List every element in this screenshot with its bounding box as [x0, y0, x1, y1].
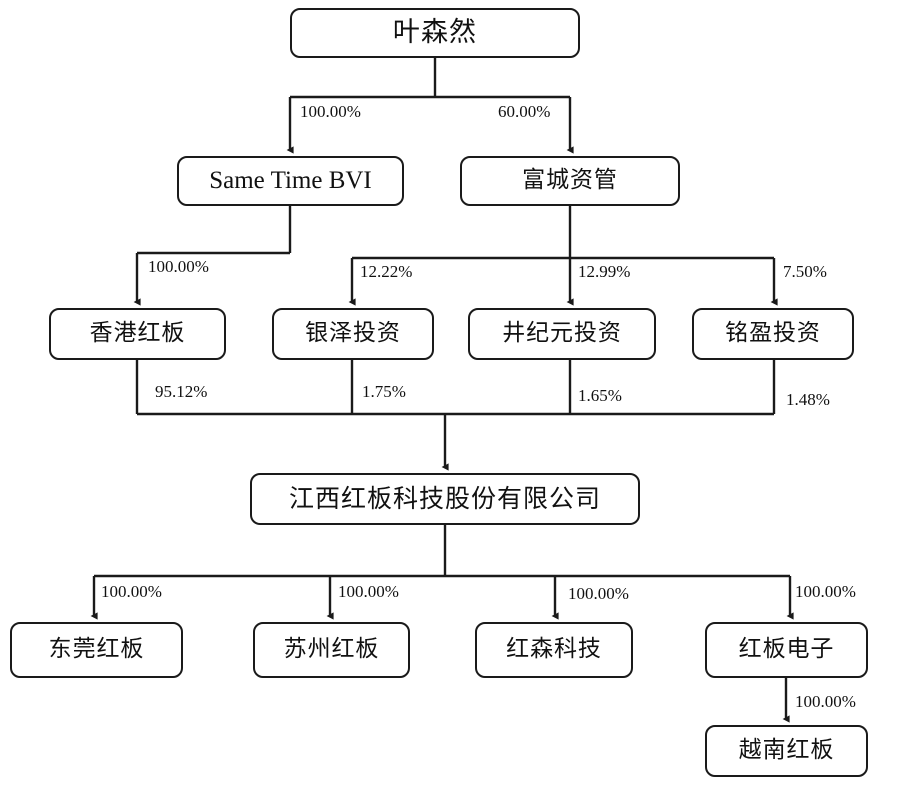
node-jingjiyuan-touzi[interactable]: 井纪元投资 — [468, 308, 656, 360]
node-label: 银泽投资 — [305, 320, 401, 347]
node-hongkong-hongban[interactable]: 香港红板 — [49, 308, 226, 360]
node-label: 井纪元投资 — [502, 320, 622, 347]
node-fucheng-ziguan[interactable]: 富城资管 — [460, 156, 680, 206]
edge-label-bvi-to-hk: 100.00% — [148, 257, 209, 276]
edge-label-company-to-hongban-dz: 100.00% — [795, 582, 856, 601]
edge-label-mingying-to-company: 1.48% — [786, 390, 830, 409]
node-label: 红板电子 — [738, 636, 835, 663]
node-hongsen-keji[interactable]: 红森科技 — [475, 622, 633, 678]
node-suzhou-hongban[interactable]: 苏州红板 — [253, 622, 410, 678]
edge-label-company-to-dongguan: 100.00% — [101, 582, 162, 601]
edge-label-fucheng-to-yinze: 12.22% — [360, 262, 413, 281]
node-same-time-bvi[interactable]: Same Time BVI — [177, 156, 404, 206]
node-jiangxi-hongban-technology[interactable]: 江西红板科技股份有限公司 — [250, 473, 640, 525]
node-label: 红森科技 — [506, 636, 602, 663]
node-vietnam-hongban[interactable]: 越南红板 — [705, 725, 868, 777]
node-ye-senran[interactable]: 叶森然 — [290, 8, 580, 58]
node-label: 香港红板 — [89, 320, 186, 347]
edge-label-root-to-bvi: 100.00% — [300, 102, 361, 121]
edge-label-fucheng-to-mingying: 7.50% — [783, 262, 827, 281]
node-label: 东莞红板 — [48, 636, 145, 663]
node-label: 富城资管 — [522, 167, 618, 194]
edge-label-hongban-dz-to-vietnam: 100.00% — [795, 692, 856, 711]
node-mingying-touzi[interactable]: 铭盈投资 — [692, 308, 854, 360]
node-label: Same Time BVI — [209, 167, 372, 195]
node-label: 越南红板 — [738, 737, 835, 764]
node-label: 苏州红板 — [283, 636, 380, 663]
node-hongban-dianzi[interactable]: 红板电子 — [705, 622, 868, 678]
edge-label-jingjiyuan-to-company: 1.65% — [578, 386, 622, 405]
edge-label-company-to-hongsen: 100.00% — [568, 584, 629, 603]
node-dongguan-hongban[interactable]: 东莞红板 — [10, 622, 183, 678]
edge-label-root-to-fucheng: 60.00% — [498, 102, 551, 121]
edge-label-yinze-to-company: 1.75% — [362, 382, 406, 401]
node-label: 铭盈投资 — [725, 320, 821, 347]
edge-label-fucheng-to-jingjiyuan: 12.99% — [578, 262, 631, 281]
node-label: 叶森然 — [392, 17, 478, 49]
node-label: 江西红板科技股份有限公司 — [288, 484, 601, 514]
edge-label-company-to-suzhou: 100.00% — [338, 582, 399, 601]
node-yinze-touzi[interactable]: 银泽投资 — [272, 308, 434, 360]
edge-label-hk-to-company: 95.12% — [155, 382, 208, 401]
